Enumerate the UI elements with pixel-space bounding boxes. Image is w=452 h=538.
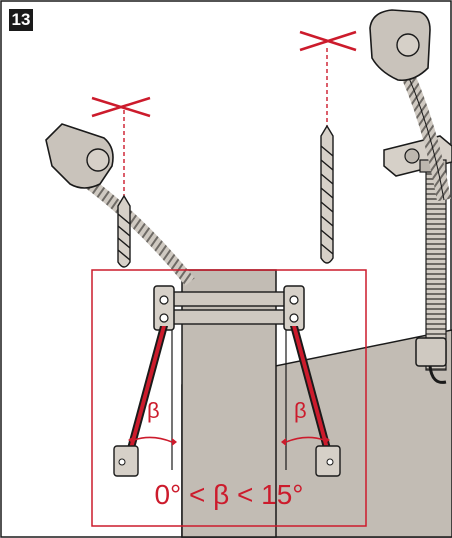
drill-bit-right: [320, 48, 334, 264]
drill-bit-left: [117, 110, 131, 268]
clamp-lug-right: [283, 285, 305, 331]
angle-arc-left: [133, 436, 173, 443]
left-ceiling-bracket: [45, 123, 195, 286]
pipe-clamp: [415, 337, 447, 367]
step-number-badge: 13: [9, 9, 33, 31]
angle-arc-right: [285, 436, 325, 443]
tension-cable-left: [113, 326, 168, 477]
angle-condition-label: 0° < β < 15°: [154, 479, 304, 510]
cable-terminal: [113, 445, 139, 477]
tension-cable-right: [290, 326, 341, 477]
beta-angle-label-left: β: [147, 398, 160, 423]
detail-callout-box: [91, 269, 367, 527]
cross-mark-icon: [299, 30, 357, 52]
drill-bit-icon: [320, 124, 334, 264]
diagonal-rod-left: [78, 173, 195, 286]
bracket-bolt-icon: [396, 33, 420, 57]
clamp-lug-left: [153, 285, 175, 331]
anchor-bolt-icon: [404, 148, 420, 164]
cross-mark-icon: [91, 96, 151, 118]
bracket-bolt-icon: [86, 148, 110, 172]
cable-loop: [428, 365, 447, 384]
beta-angle-label-right: β: [294, 398, 307, 423]
right-ceiling-bracket: [369, 9, 451, 202]
wall-clamp: [153, 285, 305, 331]
ceiling-bracket: [45, 123, 114, 189]
